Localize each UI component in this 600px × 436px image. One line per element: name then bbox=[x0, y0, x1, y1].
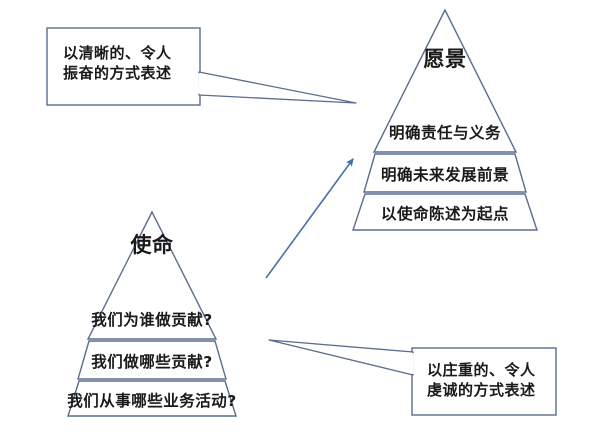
mission-callout-tail bbox=[268, 339, 414, 376]
mission-band-2-label: 我们做哪些贡献? bbox=[91, 353, 213, 371]
vision-callout-tail bbox=[198, 71, 357, 104]
mission-band-3-shape[interactable] bbox=[67, 380, 237, 417]
mission-band-2-shape[interactable] bbox=[77, 340, 227, 380]
vision-callout-box[interactable] bbox=[46, 27, 201, 106]
mission-callout-shape[interactable] bbox=[268, 339, 557, 416]
mission-callout-text: 以庄重的、令人 虔诚的方式表述 bbox=[427, 361, 536, 399]
arrow-line bbox=[265, 157, 354, 279]
mission-pyramid-shape[interactable] bbox=[67, 210, 237, 417]
vision-band-1-label: 明确责任与义务 bbox=[388, 124, 502, 142]
vision-pyramid-title: 愿景 bbox=[423, 47, 467, 71]
mission-band-1-label: 我们为谁做贡献? bbox=[91, 311, 213, 329]
vision-band-3-shape[interactable] bbox=[352, 193, 538, 231]
vision-callout-shape[interactable] bbox=[46, 27, 357, 106]
vision-pyramid-shape[interactable] bbox=[352, 8, 538, 231]
mission-to-vision-arrow[interactable] bbox=[265, 157, 354, 279]
vision-band-3-label: 以使命陈述为起点 bbox=[380, 205, 510, 223]
mission-callout-box[interactable] bbox=[411, 347, 557, 416]
vision-band-2-shape[interactable] bbox=[363, 153, 527, 193]
vision-band-2-label: 明确未来发展前景 bbox=[380, 166, 510, 184]
vision-band-1-shape[interactable] bbox=[372, 8, 518, 153]
vision-callout-text: 以清晰的、令人 振奋的方式表述 bbox=[63, 44, 172, 82]
mission-band-3-label: 我们从事哪些业务活动? bbox=[67, 392, 237, 410]
mission-pyramid-title: 使命 bbox=[130, 233, 174, 257]
mission-band-1-shape[interactable] bbox=[86, 210, 218, 340]
